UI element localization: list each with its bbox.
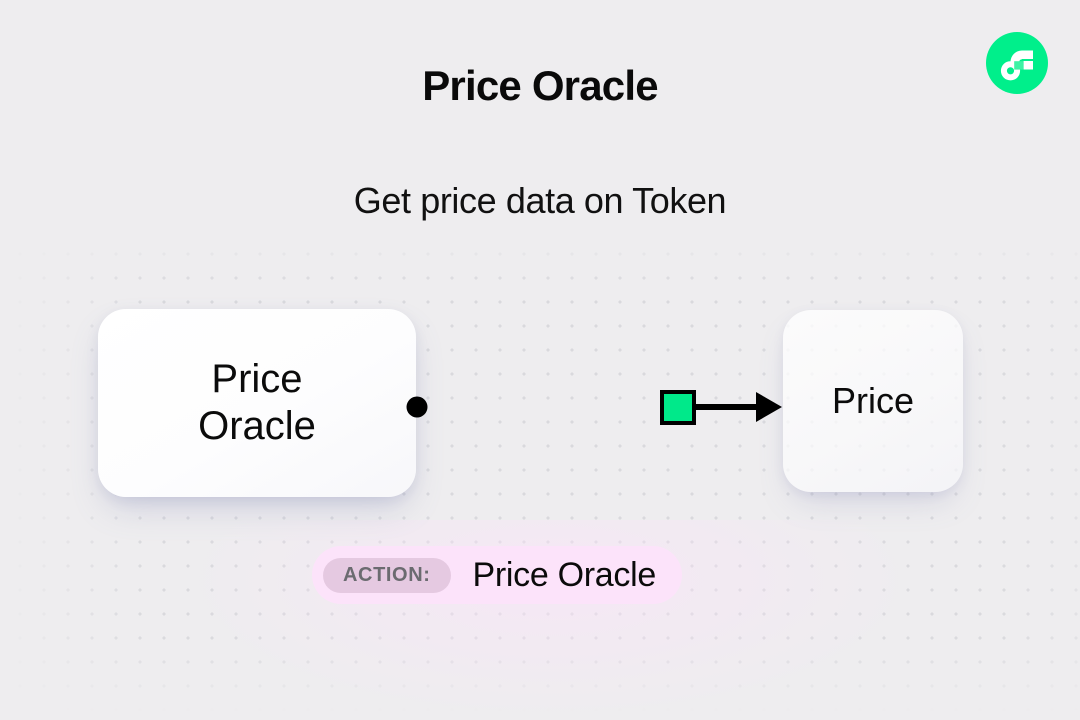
node-price[interactable]: Price	[783, 310, 963, 492]
node-price-oracle[interactable]: Price Oracle	[98, 309, 416, 497]
flow-logo[interactable]	[986, 32, 1048, 94]
page-title: Price Oracle	[422, 62, 658, 109]
action-badge[interactable]: ACTION: Price Oracle	[312, 546, 682, 604]
connector-arrowhead-icon	[756, 392, 782, 422]
action-tag-label: ACTION:	[323, 557, 451, 593]
node-label: Price Oracle	[198, 356, 316, 448]
flow-logo-glyph	[1000, 50, 1033, 81]
node-label: Price	[831, 379, 915, 421]
connector-start-dot-icon	[406, 396, 428, 418]
page-subtitle: Get price data on Token	[353, 180, 727, 221]
connector-square-icon[interactable]	[660, 390, 696, 425]
action-value: Price Oracle	[472, 556, 657, 594]
connector-edge[interactable]	[400, 380, 790, 436]
